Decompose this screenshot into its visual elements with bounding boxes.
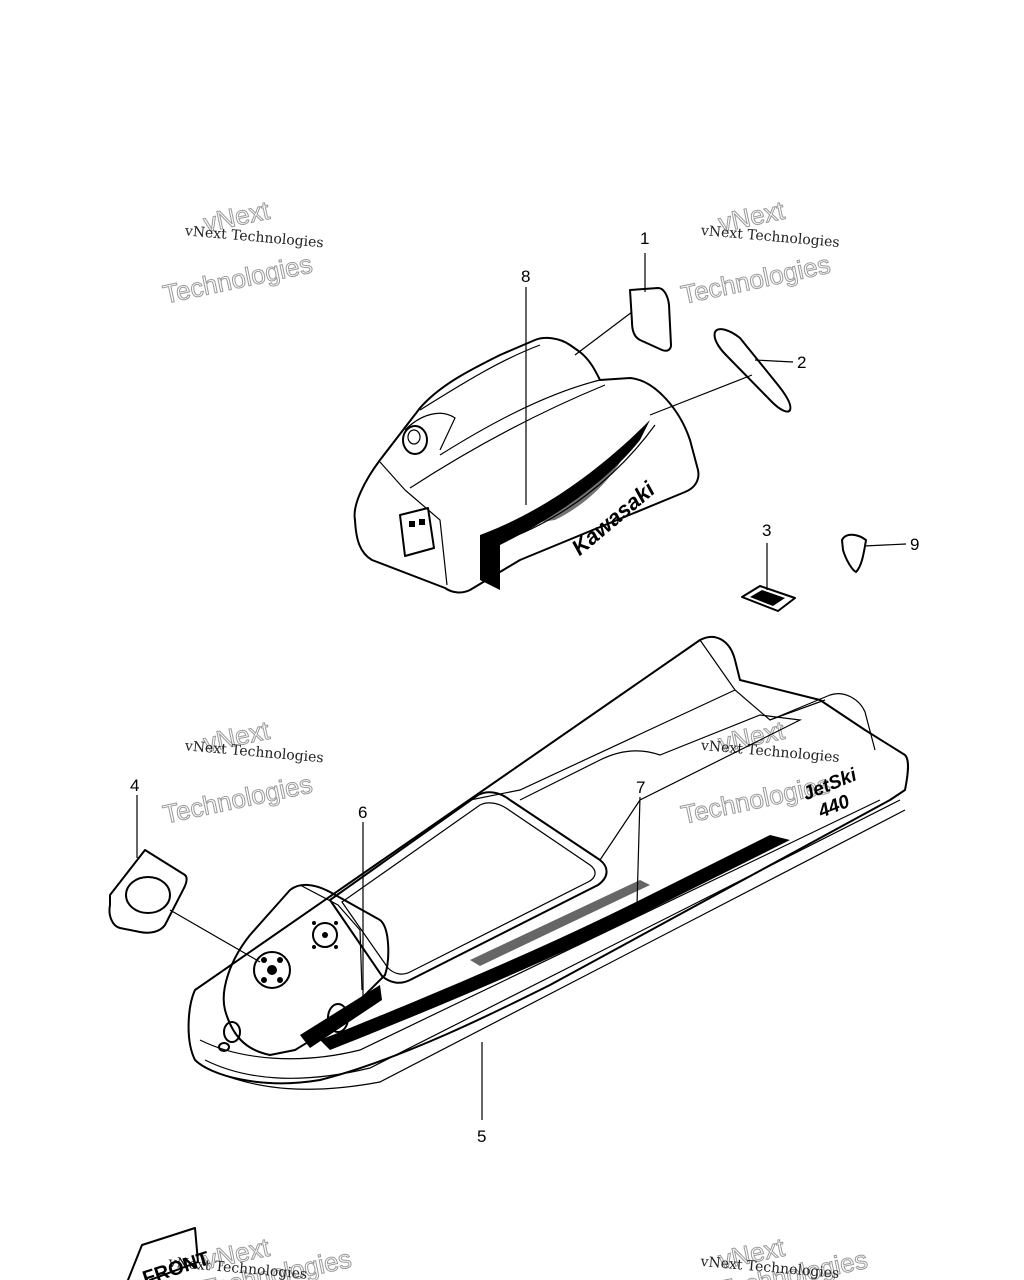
- callout-3: 3: [762, 521, 771, 540]
- callout-6: 6: [358, 803, 367, 822]
- leader-lines: [136, 253, 907, 1120]
- decal-part-3: [741, 585, 796, 612]
- watermark-big-text: Technologies: [678, 249, 833, 310]
- callout-8: 8: [521, 267, 530, 286]
- leader-line-7: [636, 796, 641, 906]
- decal-part-9: [841, 533, 867, 573]
- callout-1: 1: [640, 229, 649, 248]
- watermark-mid-left: vNext Technologies vNext Technologies: [160, 714, 324, 830]
- watercraft-hull: JetSki 440: [187, 635, 909, 1090]
- watermark-mid-right: vNext Technologies vNext Technologies: [678, 714, 840, 830]
- leader-line-2: [754, 359, 794, 363]
- decal-part-1: [629, 287, 672, 352]
- watermark-bottom-right: vNext Technologies vNext Technologies: [699, 1231, 871, 1280]
- callout-2: 2: [797, 353, 806, 372]
- decal-part-2: [713, 328, 792, 413]
- callout-5: 5: [477, 1127, 486, 1146]
- decal-part-4: [108, 849, 188, 934]
- watermark-top-left: vNext Technologies vNext Technologies: [160, 194, 324, 310]
- leader-line-9: [863, 543, 907, 547]
- leader-line-4b: [169, 909, 261, 963]
- watermark-top-right: vNext Technologies vNext Technologies: [678, 194, 840, 310]
- callout-labels: 1 2 3 4 5 6 7 8 9: [130, 229, 919, 1146]
- callout-7: 7: [636, 778, 645, 797]
- leader-line-2b: [649, 374, 753, 416]
- callout-4: 4: [130, 776, 139, 795]
- watermark-bottom-left: vNext Technologies vNext Technologies: [167, 1231, 355, 1280]
- watermark-big-text: Technologies: [160, 769, 315, 830]
- watermark-big-text: Technologies: [160, 249, 315, 310]
- leader-line-1b: [574, 311, 633, 356]
- callout-9: 9: [910, 535, 919, 554]
